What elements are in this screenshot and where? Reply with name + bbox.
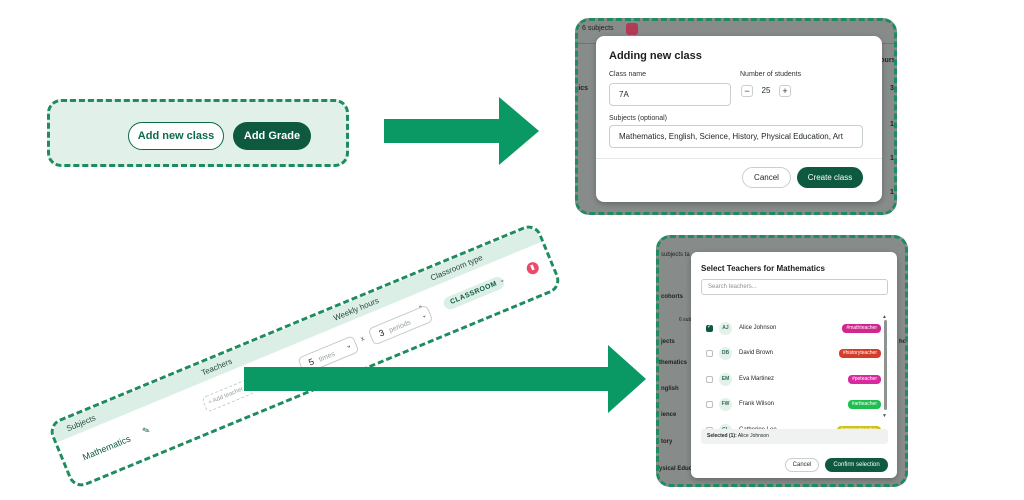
scroll-up-icon[interactable]: ▲ xyxy=(882,314,887,320)
spinner-icon[interactable]: ⌃⌄ xyxy=(417,305,428,321)
times-unit: times xyxy=(317,350,337,364)
add-grade-button[interactable]: Add Grade xyxy=(233,122,311,150)
avatar: AJ xyxy=(719,322,732,335)
teacher-name: David Brown xyxy=(739,350,774,356)
class-name-label: Class name xyxy=(609,71,646,78)
scrollbar[interactable] xyxy=(884,320,887,410)
bg-label: ience xyxy=(661,412,677,418)
subject-row-strip: Subjects Teachers Weekly hours Classroom… xyxy=(46,221,564,491)
adding-new-class-dialog: Adding new class Class name 7A Number of… xyxy=(596,36,882,202)
class-name-input[interactable]: 7A xyxy=(609,83,731,106)
selected-value: Alice Johnson xyxy=(737,433,769,439)
avatar: EM xyxy=(719,373,732,386)
bg-label: jects xyxy=(661,339,675,345)
add-buttons-panel: Add new class Add Grade xyxy=(47,99,349,167)
students-value[interactable]: 25 xyxy=(761,86,771,95)
select-teachers-modal-panel: subjects ta cohorts 6 sub jects hours th… xyxy=(656,235,908,487)
teacher-tag: #peteacher xyxy=(847,375,881,384)
bg-col: hours xyxy=(899,339,907,345)
bg-label: thematics xyxy=(659,360,688,366)
bg-trash-icon xyxy=(626,23,638,35)
times-value: 5 xyxy=(307,356,316,368)
teacher-tag: #artteacher xyxy=(847,400,881,409)
multiply-sign: x xyxy=(359,335,366,344)
checkbox[interactable] xyxy=(706,323,713,332)
bg-number: 1 xyxy=(890,121,894,128)
teacher-name: Eva Martinez xyxy=(739,376,775,382)
confirm-selection-button[interactable]: Confirm selection xyxy=(825,458,888,472)
teacher-name: Alice Johnson xyxy=(739,325,777,331)
subjects-label: Subjects (optional) xyxy=(609,115,667,122)
subjects-input[interactable]: Mathematics, English, Science, History, … xyxy=(609,125,863,148)
students-label: Number of students xyxy=(740,71,802,78)
teacher-name: Frank Wilson xyxy=(739,401,775,407)
avatar: DB xyxy=(719,347,732,360)
delete-trash-icon[interactable]: ▮ xyxy=(524,260,541,277)
selected-label: Selected (1): xyxy=(707,433,737,439)
checkbox[interactable] xyxy=(706,350,713,357)
chevron-down-icon[interactable]: ⌄ xyxy=(344,341,353,351)
add-new-class-button[interactable]: Add new class xyxy=(128,122,224,150)
divider xyxy=(596,158,882,159)
increment-button[interactable]: + xyxy=(779,85,791,97)
teacher-row[interactable]: AJ Alice Johnson #mathteacher xyxy=(701,320,881,338)
teacher-tag: #mathteacher xyxy=(842,324,881,333)
bg-label: nglish xyxy=(661,386,679,392)
bg-label: ysical Educ xyxy=(659,466,693,472)
bg-number: 1 xyxy=(890,155,894,162)
bg-label: subjects ta xyxy=(661,252,690,258)
classroom-type-select[interactable]: CLASSROOM xyxy=(441,274,506,312)
periods-value: 3 xyxy=(377,327,386,339)
selected-summary: Selected (1): Alice Johnson xyxy=(701,429,888,444)
search-teachers-input[interactable]: Search teachers... xyxy=(701,279,888,295)
dialog-title: Adding new class xyxy=(609,50,702,62)
cancel-button[interactable]: Cancel xyxy=(785,458,819,472)
bg-row-label: tics xyxy=(576,85,589,92)
periods-unit: periods xyxy=(388,319,413,335)
bg-subject-count: 6 subjects xyxy=(582,25,614,32)
new-class-modal-panel: 6 subjects hours tics 3 1 1 1 Adding new… xyxy=(575,18,897,215)
teacher-tag: #historyteacher xyxy=(838,349,881,358)
bg-label: cohorts xyxy=(661,294,684,300)
scroll-down-icon[interactable]: ▼ xyxy=(882,413,887,419)
teacher-row[interactable]: DB David Brown #historyteacher xyxy=(701,345,881,363)
dialog-title: Select Teachers for Mathematics xyxy=(701,264,825,273)
bg-number: 3 xyxy=(890,85,894,92)
bg-label: 6 sub xyxy=(679,317,692,323)
bg-number: 1 xyxy=(890,189,894,196)
bg-label: tory xyxy=(661,439,673,445)
create-class-button[interactable]: Create class xyxy=(797,167,863,188)
checkbox[interactable] xyxy=(706,376,713,383)
edit-pencil-icon[interactable]: ✎ xyxy=(140,424,152,437)
decrement-button[interactable]: − xyxy=(741,85,753,97)
subject-name[interactable]: Mathematics xyxy=(81,433,133,463)
bg-col-hours: hours xyxy=(876,57,896,64)
avatar: FW xyxy=(719,398,732,411)
periods-input[interactable]: 3 periods ⌃⌄ xyxy=(367,304,434,346)
checkbox[interactable] xyxy=(706,401,713,408)
teacher-row[interactable]: FW Frank Wilson #artteacher xyxy=(701,396,881,414)
cancel-button[interactable]: Cancel xyxy=(742,167,791,188)
select-teachers-dialog: Select Teachers for Mathematics Search t… xyxy=(691,252,897,478)
teacher-row[interactable]: EM Eva Martinez #peteacher xyxy=(701,371,881,389)
